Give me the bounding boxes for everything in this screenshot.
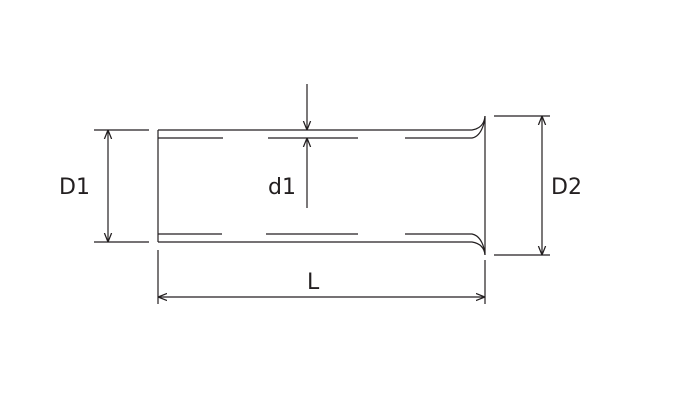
d2-flare-dimension [494,115,550,256]
label-d1: d1 [268,175,296,200]
tube-outline [157,115,486,256]
label-L: L [307,270,320,295]
d1-outer-dimension [94,129,149,243]
label-D2: D2 [551,175,582,200]
inner-wall-dashes [158,137,358,235]
length-dimension [157,250,486,304]
label-D1: D1 [59,175,90,200]
